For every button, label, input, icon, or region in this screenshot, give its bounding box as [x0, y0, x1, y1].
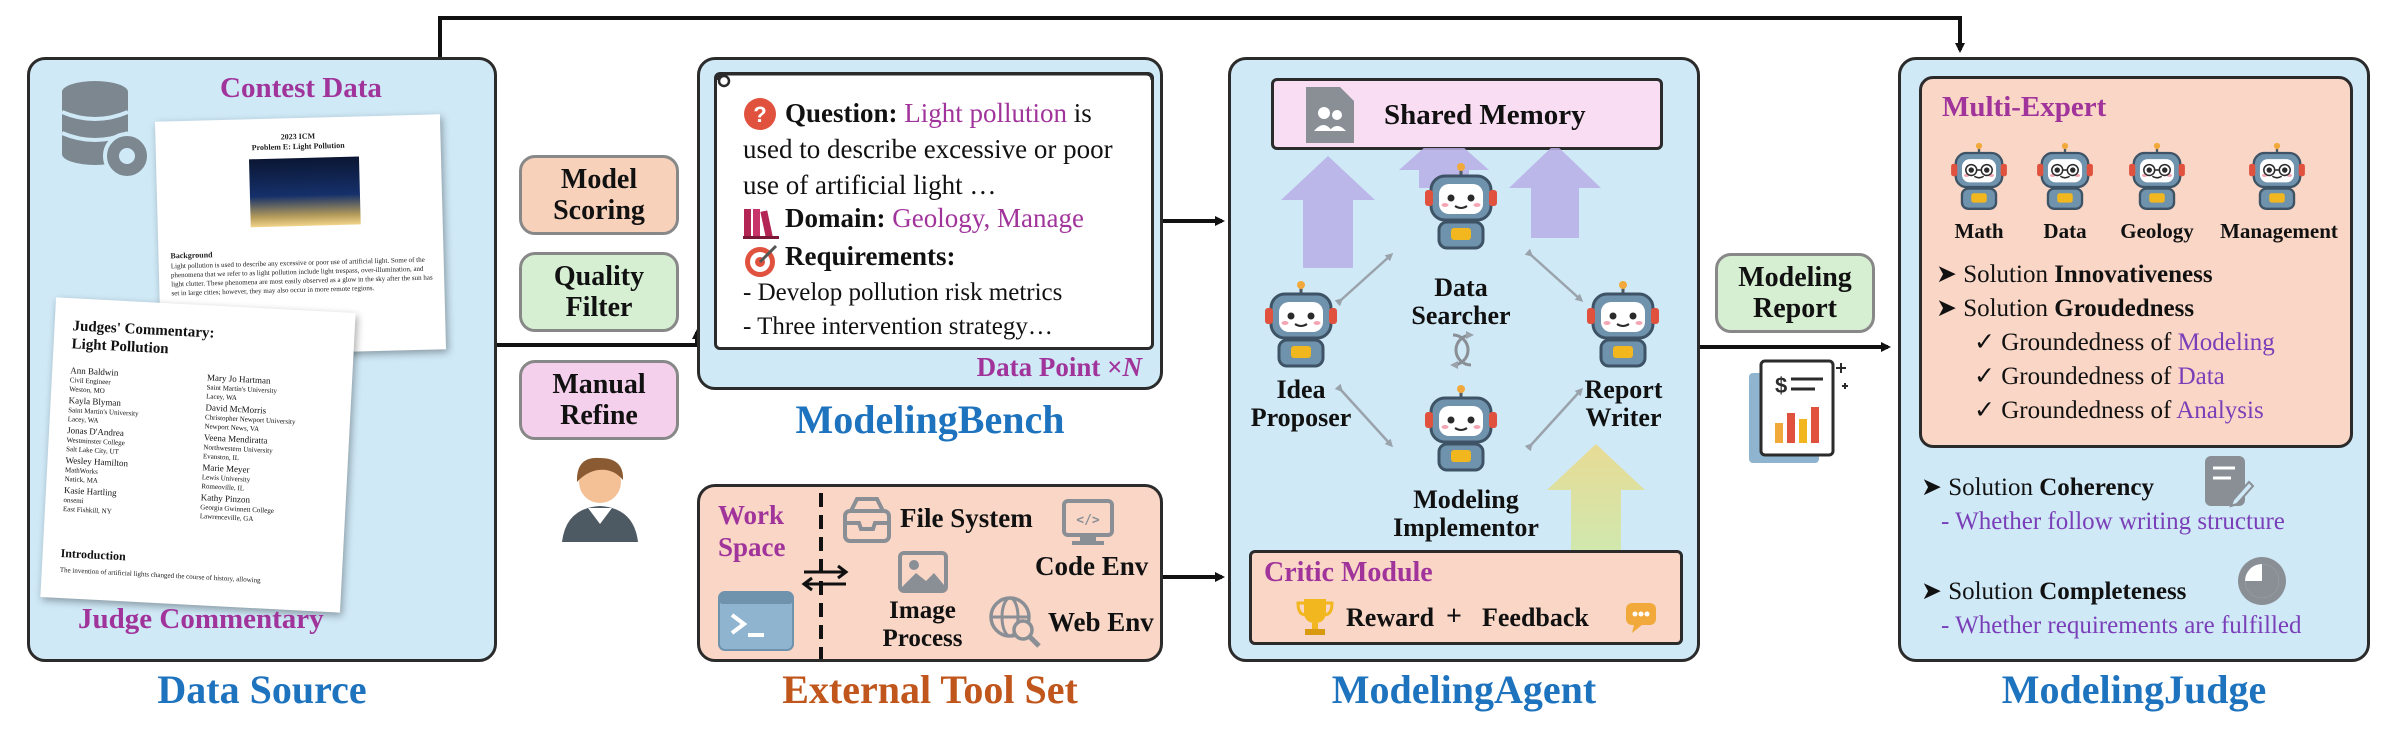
expert-label-geology: Geology: [2120, 219, 2194, 243]
modeling-bench-panel: ? Question: Light pollution is used to d…: [697, 57, 1163, 390]
judge-commentary-label: Judge Commentary: [78, 603, 324, 635]
night-city-photo: [248, 156, 361, 228]
feedback-up-arrow: [1547, 444, 1645, 560]
modeling-agent-title: ModelingAgent: [1331, 667, 1597, 712]
requirement-item-1: - Develop pollution risk metrics: [743, 279, 1063, 306]
requirements-label: Requirements:: [785, 241, 956, 271]
groundedness-modeling-item: ✓ Groundedness of Modeling: [1974, 329, 2275, 356]
data-searcher-label: Data Searcher: [1411, 273, 1511, 330]
bullet-arrow-icon: ➤: [1921, 578, 1942, 605]
manual-refine-pill: Manual Refine: [519, 360, 679, 440]
agent-link-arrows: [1334, 248, 1584, 452]
svg-text:</>: </>: [1076, 513, 1100, 528]
file-system-label: File System: [900, 503, 1033, 533]
scroll-curl-top: [715, 72, 1154, 88]
feedback-label: Feedback: [1482, 603, 1589, 632]
bullet-arrow-icon: ➤: [1936, 295, 1957, 322]
source-to-bench-arrow: [497, 329, 702, 347]
data-point-label: Data Point ×N: [976, 352, 1142, 382]
check-icon: ✓: [1974, 329, 1995, 356]
domain-row: Domain: Geology, Manage: [785, 203, 1084, 233]
swap-arrows-icon: [801, 564, 849, 592]
workspace-label: Work Space: [718, 500, 786, 562]
chat-bubble-icon: [1626, 603, 1656, 633]
database-gear-icon: [61, 81, 151, 180]
report-chart-icon: $: [1749, 359, 1848, 463]
modeling-implementor-robot-icon: [1425, 385, 1497, 472]
modeling-agent-panel: Shared Memory: [1228, 57, 1700, 662]
groundedness-data-item: ✓ Groundedness of Data: [1974, 363, 2225, 390]
svg-text:?: ?: [753, 102, 766, 127]
human-annotator-icon: [562, 457, 638, 542]
tool-set-title: External Tool Set: [782, 667, 1078, 712]
data-searcher-robot-icon: [1425, 163, 1497, 250]
modeling-implementor-label: Modeling Implementor: [1393, 485, 1539, 542]
target-icon: [745, 244, 778, 277]
critic-module-box: Critic Module Reward + Feedback: [1249, 550, 1683, 645]
shared-memory-label: Shared Memory: [1384, 99, 1586, 131]
bypass-arrow: [438, 16, 1965, 57]
multi-expert-box: Multi-Expert Math Data: [1919, 76, 2353, 448]
question-icon: ?: [744, 98, 776, 130]
groundedness-item: ➤ Solution Groudedness: [1936, 295, 2195, 322]
file-system-icon: [843, 497, 891, 543]
coherency-description: - Whether follow writing structure: [1941, 508, 2285, 535]
trophy-icon: [1296, 599, 1334, 635]
multi-expert-label: Multi-Expert: [1942, 91, 2107, 123]
bullet-arrow-icon: ➤: [1936, 261, 1957, 288]
web-env-label: Web Env: [1048, 607, 1154, 637]
pie-progress-icon: [2238, 557, 2286, 605]
reward-label: Reward: [1346, 603, 1435, 632]
modeling-judge-title: ModelingJudge: [2001, 667, 2267, 712]
completeness-item: ➤ Solution Completeness: [1921, 578, 2187, 605]
math-expert-robot-icon: [1951, 142, 2007, 210]
question-scroll: ? Question: Light pollution is used to d…: [714, 72, 1154, 350]
management-expert-robot-icon: [2249, 142, 2305, 210]
edit-document-icon: [2205, 456, 2255, 508]
geology-expert-robot-icon: [2129, 142, 2185, 210]
check-icon: ✓: [1974, 397, 1995, 424]
innovativeness-item: ➤ Solution Innovativeness: [1936, 261, 2213, 288]
contest-data-label: Contest Data: [220, 72, 382, 104]
question-text: Question: Light pollution is used to des…: [743, 98, 1113, 200]
expert-label-math: Math: [1954, 219, 2004, 243]
report-writer-label: Report Writer: [1584, 375, 1663, 432]
groundedness-analysis-item: ✓ Groundedness of Analysis: [1974, 397, 2264, 424]
critic-module-label: Critic Module: [1264, 557, 1433, 588]
code-env-icon: </>: [1062, 499, 1114, 545]
data-source-title: Data Source: [157, 667, 367, 712]
tool-set-panel: Work Space File System </> Code Env Imag…: [697, 484, 1163, 662]
modeling-report-pill: Modeling Report: [1715, 253, 1875, 333]
svg-text:$: $: [1775, 373, 1787, 398]
expert-label-management: Management: [2220, 219, 2338, 243]
dashed-divider: [819, 493, 823, 659]
code-env-label: Code Env: [1035, 551, 1149, 581]
shared-memory-box: Shared Memory: [1271, 78, 1663, 150]
modeling-bench-title: ModelingBench: [795, 397, 1065, 442]
shared-document-icon: [1306, 87, 1354, 143]
check-icon: ✓: [1974, 363, 1995, 390]
idea-proposer-label: Idea Proposer: [1250, 375, 1352, 432]
terminal-icon: [718, 591, 794, 651]
model-scoring-pill: Model Scoring: [519, 155, 679, 235]
data-expert-robot-icon: [2037, 142, 2093, 210]
web-env-icon: [989, 596, 1041, 648]
data-source-panel: Contest Data 2023 ICM Problem E: Light P…: [27, 57, 497, 662]
bullet-arrow-icon: ➤: [1921, 474, 1942, 501]
modeling-judge-panel: Multi-Expert Math Data: [1898, 57, 2370, 662]
quality-filter-pill: Quality Filter: [519, 252, 679, 332]
completeness-description: - Whether requirements are fulfilled: [1941, 612, 2302, 639]
image-process-label: Image Process: [882, 597, 963, 652]
commentary-document: Judges' Commentary: Light Pollution Ann …: [40, 297, 356, 613]
report-writer-robot-icon: [1587, 281, 1659, 368]
expert-label-data: Data: [2043, 219, 2087, 243]
coherency-item: ➤ Solution Coherency: [1921, 474, 2154, 501]
books-icon: [743, 209, 779, 239]
idea-proposer-robot-icon: [1265, 281, 1337, 368]
requirement-item-2: - Three intervention strategy…: [743, 313, 1053, 340]
image-process-icon: [898, 551, 948, 593]
plus-sign: +: [1446, 601, 1462, 632]
